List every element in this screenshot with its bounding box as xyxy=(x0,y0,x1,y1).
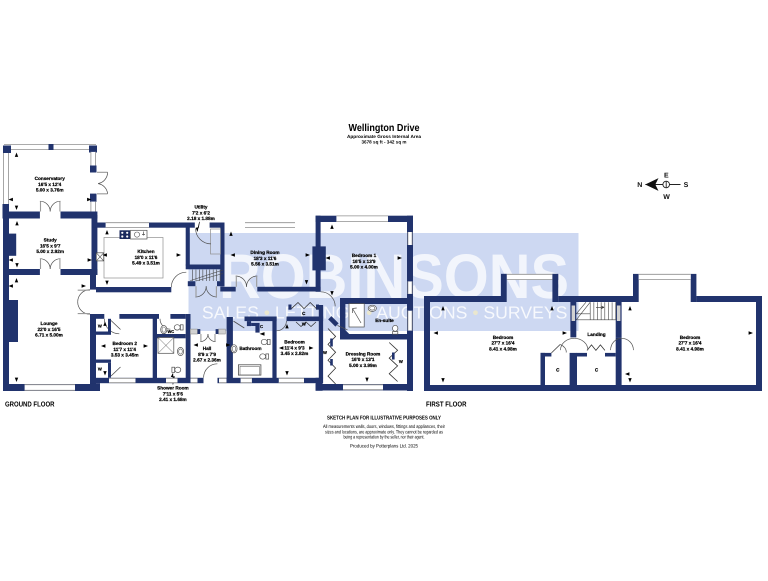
svg-text:16'5 x 13'9: 16'5 x 13'9 xyxy=(352,259,375,264)
svg-text:3.45 x 2.82m: 3.45 x 2.82m xyxy=(281,351,309,356)
svg-text:W: W xyxy=(302,321,306,326)
svg-text:7'11 x 5'6: 7'11 x 5'6 xyxy=(163,391,184,396)
svg-text:2.67 x 2.36m: 2.67 x 2.36m xyxy=(193,358,221,363)
svg-text:E: E xyxy=(664,173,669,180)
svg-text:All measurements walls, doors,: All measurements walls, doors, windows, … xyxy=(323,424,445,430)
svg-text:Produced by Potterplans Ltd. 2: Produced by Potterplans Ltd. 2025 xyxy=(350,443,418,449)
svg-text:8.41 x 4.98m: 8.41 x 4.98m xyxy=(489,347,517,352)
svg-text:Kitchen: Kitchen xyxy=(137,249,154,254)
svg-text:Shower Room: Shower Room xyxy=(157,386,189,391)
svg-text:16'5 x 12'4: 16'5 x 12'4 xyxy=(38,182,61,187)
svg-text:5.00 x 2.92m: 5.00 x 2.92m xyxy=(36,249,64,254)
svg-text:GROUND FLOOR: GROUND FLOOR xyxy=(5,400,55,409)
svg-text:S: S xyxy=(684,182,689,189)
svg-text:16'5 x 9'7: 16'5 x 9'7 xyxy=(40,243,61,248)
svg-text:27'7 x 16'4: 27'7 x 16'4 xyxy=(678,341,701,346)
svg-text:16'0 x 13'1: 16'0 x 13'1 xyxy=(351,357,374,362)
svg-text:2.18 x 1.88m: 2.18 x 1.88m xyxy=(187,216,215,221)
svg-text:W: W xyxy=(323,350,327,355)
svg-text:Bedroom 1: Bedroom 1 xyxy=(352,253,377,258)
svg-text:5.00 x 3.76m: 5.00 x 3.76m xyxy=(36,188,64,193)
svg-text:5.00 x 3.99m: 5.00 x 3.99m xyxy=(349,363,377,368)
svg-text:Study: Study xyxy=(44,238,57,243)
svg-text:Bedroom: Bedroom xyxy=(284,340,305,345)
svg-text:3.53 x 3.45m: 3.53 x 3.45m xyxy=(111,353,139,358)
svg-text:5.56 x 3.51m: 5.56 x 3.51m xyxy=(251,262,279,267)
svg-text:Lounge: Lounge xyxy=(41,321,58,326)
svg-text:5.49 x 3.51m: 5.49 x 3.51m xyxy=(132,261,160,266)
svg-text:27'7 x 16'4: 27'7 x 16'4 xyxy=(491,341,514,346)
svg-text:11'4 x 9'3: 11'4 x 9'3 xyxy=(284,345,305,350)
svg-text:Approximate Gross Internal Are: Approximate Gross Internal Area xyxy=(347,134,421,139)
svg-text:Dining Room: Dining Room xyxy=(250,250,279,255)
svg-text:6.71 x 5.00m: 6.71 x 5.00m xyxy=(35,333,63,338)
svg-text:FIRST FLOOR: FIRST FLOOR xyxy=(426,400,467,409)
svg-text:Bathroom: Bathroom xyxy=(239,346,261,351)
svg-text:Utility: Utility xyxy=(194,205,207,210)
svg-text:C: C xyxy=(302,311,306,316)
svg-text:Dressing Room: Dressing Room xyxy=(346,351,381,356)
svg-text:Bedroom 2: Bedroom 2 xyxy=(112,341,137,346)
svg-text:8'9 x 7'9: 8'9 x 7'9 xyxy=(198,352,216,357)
svg-text:En-suite: En-suite xyxy=(375,318,394,323)
svg-text:being a representation by the: being a representation by the seller, no… xyxy=(344,434,425,440)
svg-text:18'3 x 11'6: 18'3 x 11'6 xyxy=(254,256,277,261)
svg-text:22'0 x 16'5: 22'0 x 16'5 xyxy=(37,327,60,332)
svg-text:W: W xyxy=(663,194,670,201)
svg-text:5.00 x 4.00m: 5.00 x 4.00m xyxy=(350,265,378,270)
svg-text:18'0 x 11'6: 18'0 x 11'6 xyxy=(135,255,158,260)
svg-text:C: C xyxy=(595,368,599,373)
svg-text:W: W xyxy=(98,324,102,329)
svg-text:WC: WC xyxy=(167,329,174,334)
svg-text:SKETCH PLAN FOR ILLUSTRATIVE P: SKETCH PLAN FOR ILLUSTRATIVE PURPOSES ON… xyxy=(327,416,441,422)
svg-text:sizes and locations, are appro: sizes and locations, are approximate onl… xyxy=(325,429,443,435)
svg-text:C: C xyxy=(556,368,560,373)
svg-text:W: W xyxy=(98,367,102,372)
svg-text:3678 sq ft - 342 sq m: 3678 sq ft - 342 sq m xyxy=(362,139,407,144)
svg-text:2.41 x 1.68m: 2.41 x 1.68m xyxy=(159,397,187,402)
svg-text:Bedroom: Bedroom xyxy=(493,335,514,340)
svg-text:Conservatory: Conservatory xyxy=(35,176,66,181)
svg-text:8.41 x 4.98m: 8.41 x 4.98m xyxy=(676,347,704,352)
svg-text:7'2 x 6'2: 7'2 x 6'2 xyxy=(192,210,210,215)
svg-text:11'7 x 11'4: 11'7 x 11'4 xyxy=(113,347,136,352)
svg-text:Wellington Drive: Wellington Drive xyxy=(349,123,420,134)
svg-text:Landing: Landing xyxy=(587,332,605,337)
svg-text:C: C xyxy=(260,324,263,329)
svg-text:Hall: Hall xyxy=(203,346,212,351)
svg-text:N: N xyxy=(637,182,642,189)
svg-text:Bedroom: Bedroom xyxy=(680,335,701,340)
svg-text:W: W xyxy=(399,359,403,364)
